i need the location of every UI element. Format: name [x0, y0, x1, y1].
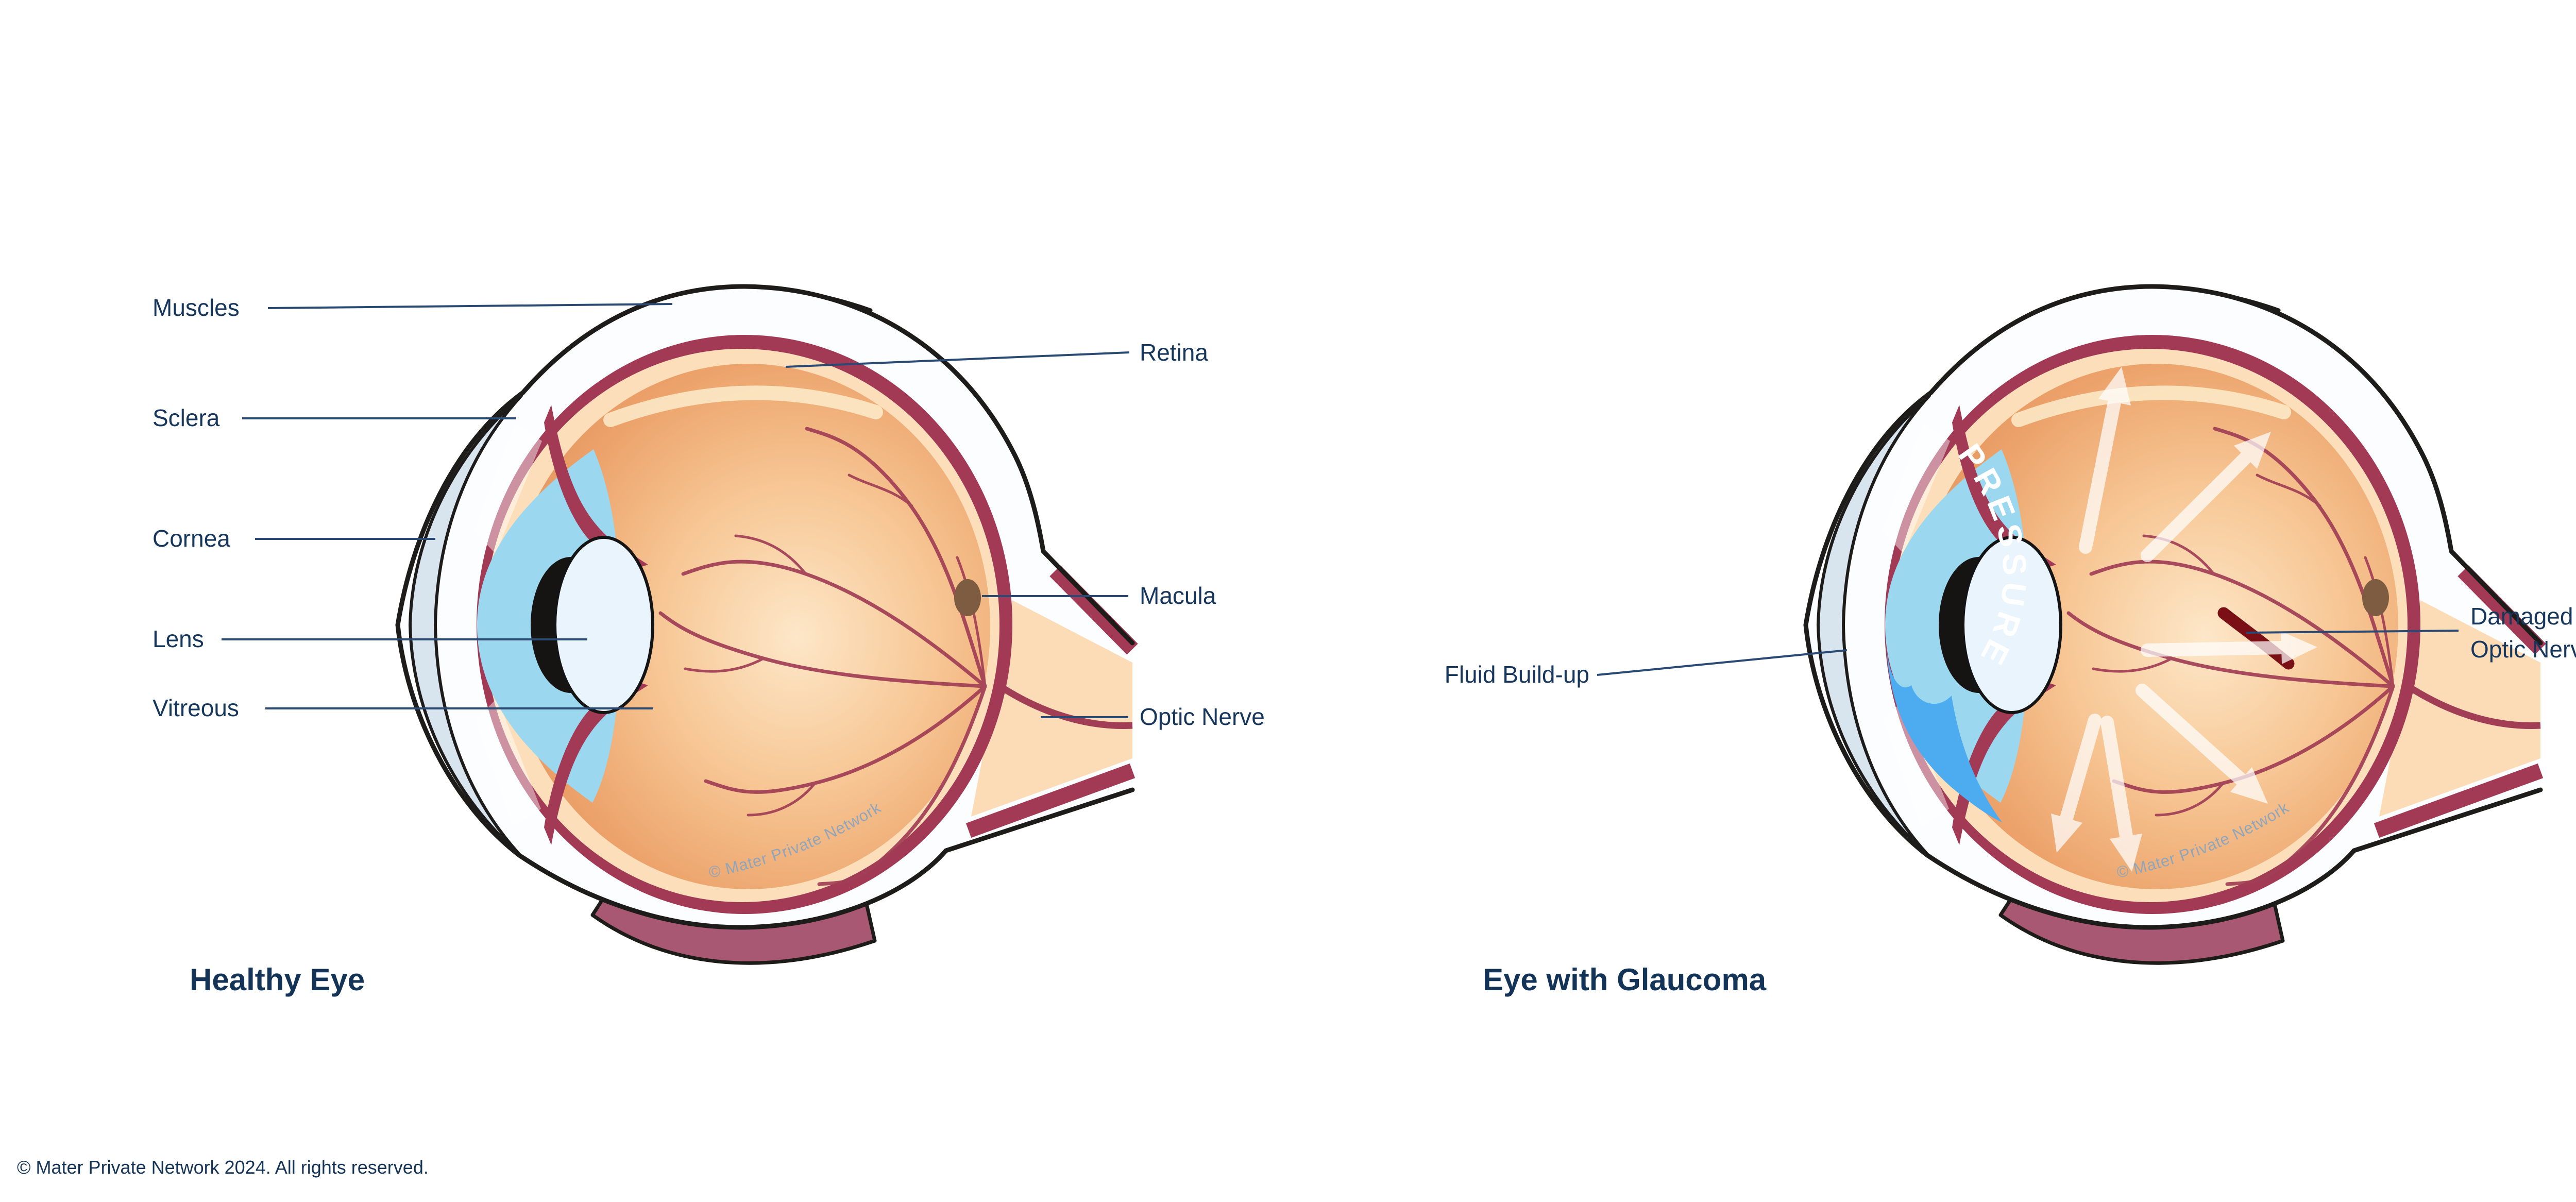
glaucoma-eye-base	[1806, 286, 2540, 963]
glaucoma-eye-title: Eye with Glaucoma	[1483, 962, 1767, 997]
pointer-line-fluid	[1597, 649, 1848, 676]
pressure-arrow-right	[2141, 631, 2317, 664]
pressure-arrow-down-right	[2136, 684, 2268, 804]
label-damaged-line1: Damaged	[2470, 603, 2573, 630]
pressure-arrow-up-right	[2141, 432, 2271, 562]
healthy-eye-labels: Muscles Sclera Cornea Lens Vitreous Reti…	[152, 294, 1265, 997]
label-retina-text: Retina	[1140, 339, 1208, 366]
label-lens-text: Lens	[152, 625, 204, 652]
nerve-core	[971, 600, 1132, 817]
pressure-arrow-up	[2079, 367, 2131, 554]
eye-cross-section: © Mater Private Network	[395, 284, 1138, 965]
nerve-sheath-bottom	[965, 763, 1136, 838]
label-cornea: Cornea	[152, 525, 435, 552]
label-fluid-buildup: Fluid Build-up	[1445, 649, 1848, 688]
label-muscles: Muscles	[152, 294, 673, 321]
globe-top-highlight	[603, 385, 883, 427]
pointer-line-muscles	[267, 303, 673, 309]
damaged-optic-nerve-vessel	[2217, 607, 2295, 670]
retinal-vessels	[658, 427, 987, 886]
macula-spot	[954, 579, 981, 616]
pointer-line-retina	[785, 351, 1130, 368]
pressure-arrow-down	[2100, 716, 2142, 872]
label-damaged-line2: Optic Nerve	[2470, 636, 2576, 663]
label-retina: Retina	[785, 339, 1208, 368]
cornea-highlight-bottom	[475, 698, 541, 827]
shell-outline-upper	[395, 284, 1135, 646]
label-cornea-text: Cornea	[152, 525, 230, 552]
footer-copyright: © Mater Private Network 2024. All rights…	[17, 1157, 429, 1178]
label-optic-nerve: Optic Nerve	[1041, 703, 1265, 730]
label-sclera: Sclera	[152, 404, 516, 431]
label-vitreous-text: Vitreous	[152, 695, 239, 721]
label-damaged-optic-nerve: Damaged Optic Nerve	[2246, 603, 2576, 663]
label-vitreous: Vitreous	[152, 695, 653, 721]
shell-outline-lower	[395, 622, 1135, 930]
vitreous-globe	[506, 364, 990, 889]
lens	[553, 536, 654, 714]
glaucoma-eye-diagram: PRESSURE Fluid Build-up Damaged Optic Ne…	[1445, 286, 2576, 997]
label-optic-nerve-text: Optic Nerve	[1140, 703, 1265, 730]
label-muscles-text: Muscles	[152, 294, 240, 321]
pointer-line-damaged	[2246, 630, 2459, 634]
cornea-highlight-top	[474, 422, 542, 554]
healthy-eye-title: Healthy Eye	[190, 962, 365, 997]
iris-lower	[544, 681, 648, 845]
label-macula-text: Macula	[1140, 582, 1216, 609]
label-macula: Macula	[982, 582, 1216, 609]
nerve-sheath-top	[1049, 565, 1138, 655]
pressure-arrow-down-left	[2051, 714, 2102, 853]
label-lens: Lens	[152, 625, 587, 652]
pressure-arrows	[2051, 367, 2317, 872]
fluid-buildup-region	[1887, 649, 2002, 822]
label-sclera-text: Sclera	[152, 404, 220, 431]
iris-upper	[544, 405, 648, 569]
label-fluid-text: Fluid Build-up	[1445, 661, 1589, 688]
